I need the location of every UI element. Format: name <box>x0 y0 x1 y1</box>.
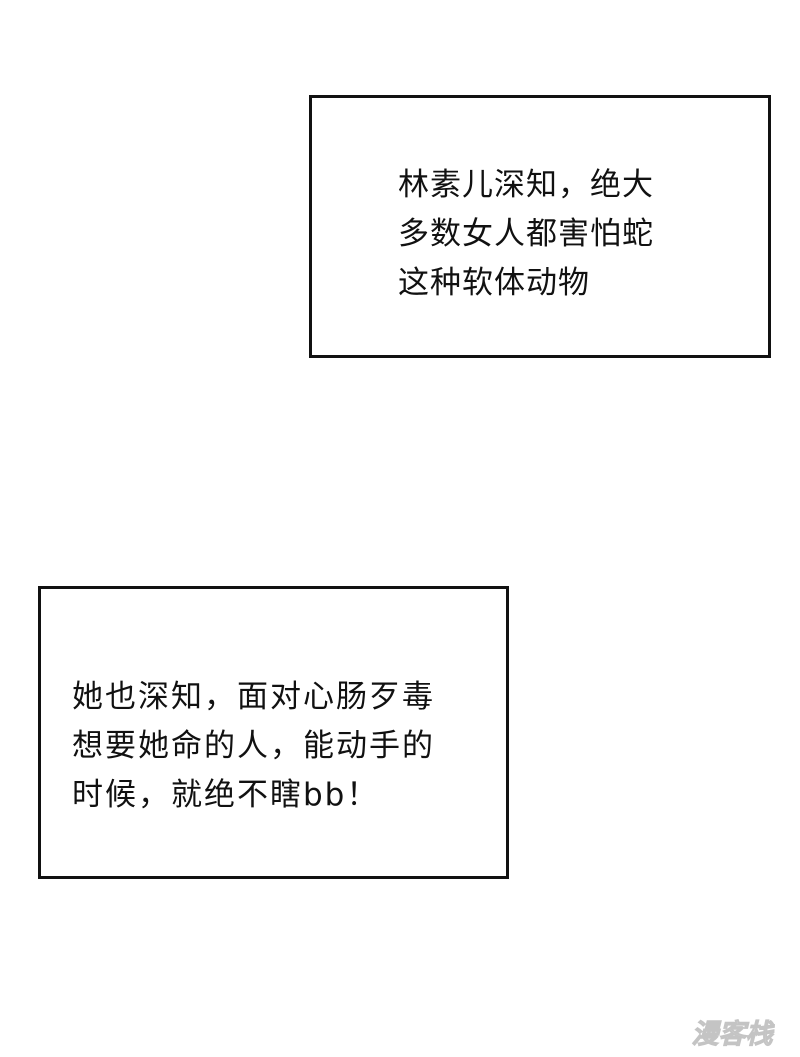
narration-line: 林素儿深知，绝大 <box>398 167 654 203</box>
watermark-logo: 漫客栈 <box>676 1012 788 1052</box>
narration-line: 时候，就绝不瞎bb！ <box>72 777 380 813</box>
watermark-text: 漫客栈 <box>692 1019 775 1050</box>
narration-text-top: 林素儿深知，绝大 多数女人都害怕蛇 这种软体动物 <box>398 161 654 308</box>
narration-line: 想要她命的人，能动手的 <box>72 728 435 764</box>
narration-box-top: 林素儿深知，绝大 多数女人都害怕蛇 这种软体动物 <box>309 95 771 358</box>
narration-line: 这种软体动物 <box>398 265 590 301</box>
watermark-logo-graphic: 漫客栈 <box>691 1019 775 1051</box>
narration-box-bottom: 她也深知，面对心肠歹毒 想要她命的人，能动手的 时候，就绝不瞎bb！ <box>38 586 509 879</box>
narration-line: 她也深知，面对心肠歹毒 <box>72 679 435 715</box>
narration-line: 多数女人都害怕蛇 <box>398 216 654 252</box>
narration-text-bottom: 她也深知，面对心肠歹毒 想要她命的人，能动手的 时候，就绝不瞎bb！ <box>72 673 435 820</box>
